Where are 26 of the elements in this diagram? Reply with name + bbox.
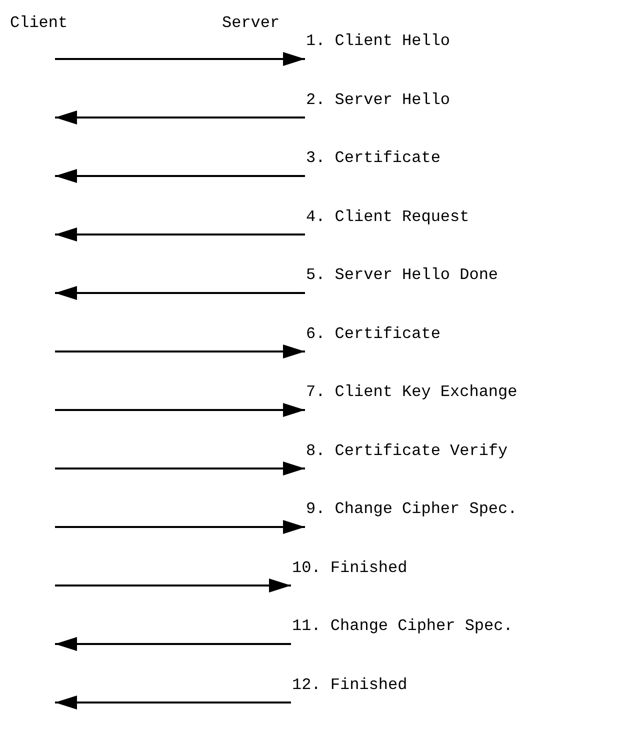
message-arrow: [55, 462, 305, 476]
participant-label: Client: [10, 14, 68, 32]
message-label: 12. Finished: [292, 676, 408, 694]
message-arrow: [55, 286, 305, 300]
message-arrow: [55, 169, 305, 183]
message-label: 5. Server Hello Done: [306, 266, 498, 284]
message-label: 1. Client Hello: [306, 32, 450, 50]
message-label: 3. Certificate: [306, 149, 440, 167]
message-arrow: [55, 403, 305, 417]
message-arrow: [55, 696, 291, 710]
message-label: 8. Certificate Verify: [306, 442, 508, 460]
message-label: 2. Server Hello: [306, 90, 450, 108]
message-label: 11. Change Cipher Spec.: [292, 617, 513, 635]
message-arrow: [55, 228, 305, 242]
message-arrow: [55, 52, 305, 66]
message-arrow: [55, 520, 305, 534]
message-label: 10. Finished: [292, 558, 408, 576]
message-arrow: [55, 637, 291, 651]
message-arrow: [55, 344, 305, 358]
message-label: 9. Change Cipher Spec.: [306, 500, 518, 518]
participant-label: Server: [222, 14, 280, 32]
message-arrow: [55, 110, 305, 124]
message-label: 4. Client Request: [306, 208, 470, 226]
message-label: 6. Certificate: [306, 324, 440, 342]
message-label: 7. Client Key Exchange: [306, 383, 518, 401]
message-arrow: [55, 578, 291, 592]
